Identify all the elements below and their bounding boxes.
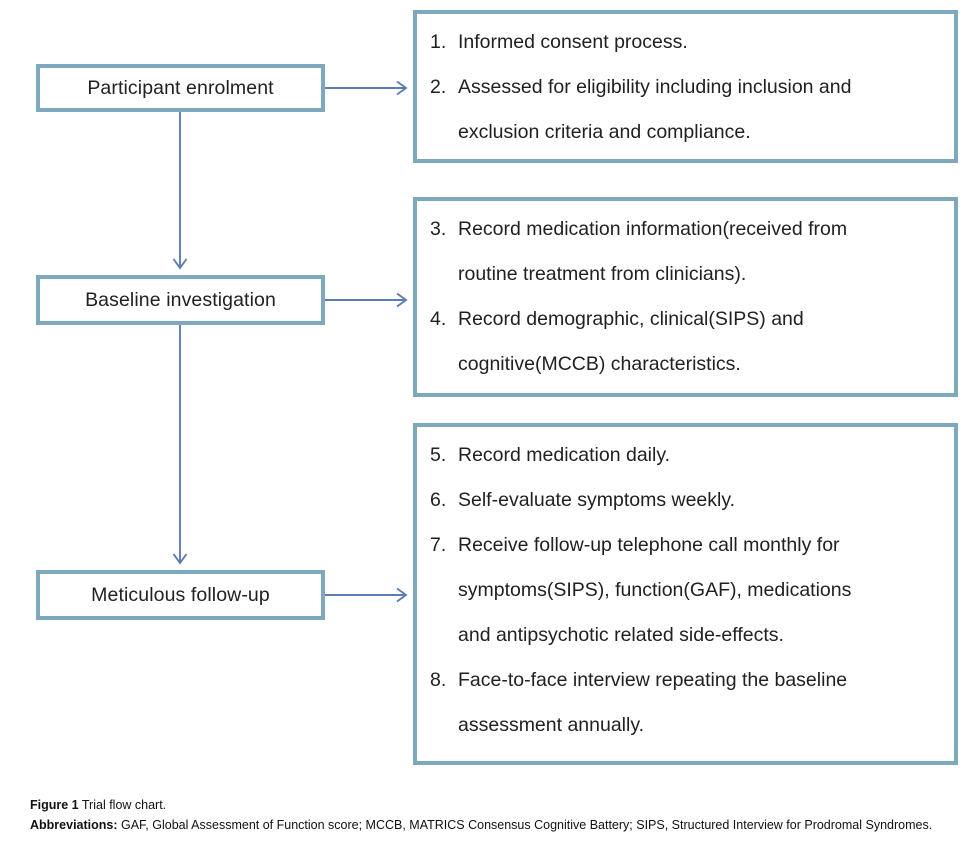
list-item: 5. Record medication daily. bbox=[430, 433, 948, 478]
item-number: 1. bbox=[430, 31, 447, 53]
detail-box-baseline: 3. Record medication information(receive… bbox=[413, 197, 958, 397]
list-item: 2. Assessed for eligibility including in… bbox=[430, 65, 948, 155]
item-line: and antipsychotic related side-effects. bbox=[458, 624, 784, 646]
item-number: 3. bbox=[430, 218, 447, 240]
list-item: 4. Record demographic, clinical(SIPS) an… bbox=[430, 297, 948, 387]
list-item: 6. Self-evaluate symptoms weekly. bbox=[430, 478, 948, 523]
stage-box-meticulous-follow-up: Meticulous follow-up bbox=[36, 570, 325, 620]
stage-label: Participant enrolment bbox=[87, 76, 274, 99]
stage-box-participant-enrolment: Participant enrolment bbox=[36, 64, 325, 112]
right-arrow-baseline bbox=[325, 292, 408, 308]
figure-text: Trial flow chart. bbox=[81, 798, 167, 812]
item-line: Record demographic, clinical(SIPS) and bbox=[458, 308, 804, 330]
item-line: assessment annually. bbox=[458, 714, 645, 736]
item-line: Record medication information(received f… bbox=[458, 218, 848, 240]
item-number: 5. bbox=[430, 444, 447, 466]
abbreviations-label: Abbreviations: bbox=[30, 817, 118, 832]
detail-box-follow-up: 5. Record medication daily. 6. Self-eval… bbox=[413, 423, 958, 765]
item-line: cognitive(MCCB) characteristics. bbox=[458, 353, 741, 375]
stage-label: Meticulous follow-up bbox=[91, 583, 270, 606]
item-number: 7. bbox=[430, 534, 447, 556]
figure-caption: Figure 1 Trial flow chart. Abbreviations… bbox=[30, 796, 950, 835]
stage-box-baseline-investigation: Baseline investigation bbox=[36, 275, 325, 325]
list-item: 1. Informed consent process. bbox=[430, 20, 948, 65]
item-line: symptoms(SIPS), function(GAF), medicatio… bbox=[458, 579, 852, 601]
item-line: Face-to-face interview repeating the bas… bbox=[458, 669, 848, 691]
down-arrow-enrolment-to-baseline bbox=[172, 112, 188, 270]
item-number: 4. bbox=[430, 308, 447, 330]
item-number: 6. bbox=[430, 489, 447, 511]
list-item: 3. Record medication information(receive… bbox=[430, 207, 948, 297]
down-arrow-baseline-to-follow-up bbox=[172, 325, 188, 565]
item-number: 2. bbox=[430, 76, 447, 98]
detail-box-enrolment: 1. Informed consent process. 2. Assessed… bbox=[413, 10, 958, 163]
item-line: Informed consent process. bbox=[458, 31, 688, 53]
list-item: 8. Face-to-face interview repeating the … bbox=[430, 658, 948, 748]
caption-line-abbreviations: Abbreviations: GAF, Global Assessment of… bbox=[30, 816, 950, 836]
item-line: routine treatment from clinicians). bbox=[458, 263, 747, 285]
list-item: 7. Receive follow-up telephone call mont… bbox=[430, 523, 948, 658]
item-line: Receive follow-up telephone call monthly… bbox=[458, 534, 840, 556]
item-line: Self-evaluate symptoms weekly. bbox=[458, 489, 736, 511]
stage-label: Baseline investigation bbox=[85, 288, 276, 311]
item-line: exclusion criteria and compliance. bbox=[458, 121, 751, 143]
caption-line-figure: Figure 1 Trial flow chart. bbox=[30, 796, 950, 816]
figure-label: Figure 1 bbox=[30, 798, 79, 812]
right-arrow-follow-up bbox=[325, 587, 408, 603]
right-arrow-enrolment bbox=[325, 80, 408, 96]
abbreviations-text: GAF, Global Assessment of Function score… bbox=[121, 817, 933, 832]
item-number: 8. bbox=[430, 669, 447, 691]
item-line: Record medication daily. bbox=[458, 444, 671, 466]
item-line: Assessed for eligibility including inclu… bbox=[458, 76, 852, 98]
